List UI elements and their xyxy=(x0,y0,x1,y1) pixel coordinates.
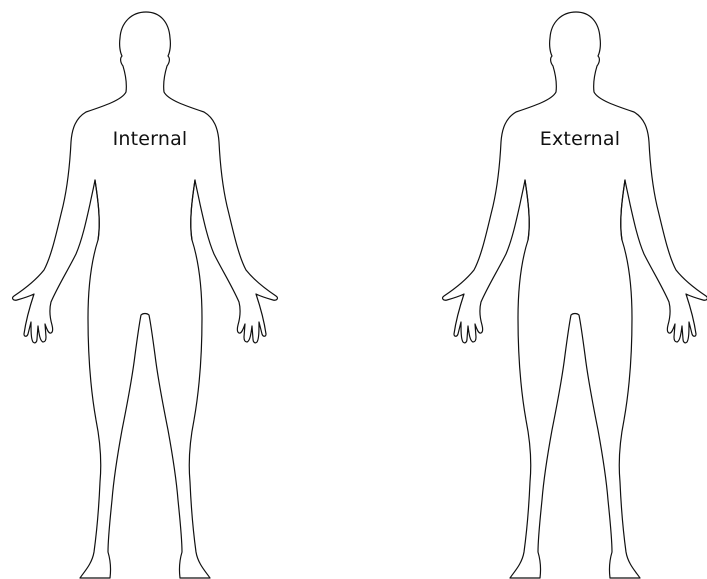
external-body-figure[interactable]: External xyxy=(430,0,707,579)
internal-body-figure[interactable]: Internal xyxy=(0,0,300,579)
body-silhouette xyxy=(443,12,707,578)
internal-label: Internal xyxy=(0,128,300,150)
internal-body-outline xyxy=(0,0,300,579)
external-label: External xyxy=(430,128,707,150)
body-silhouette xyxy=(13,12,278,578)
external-body-outline xyxy=(430,0,707,579)
